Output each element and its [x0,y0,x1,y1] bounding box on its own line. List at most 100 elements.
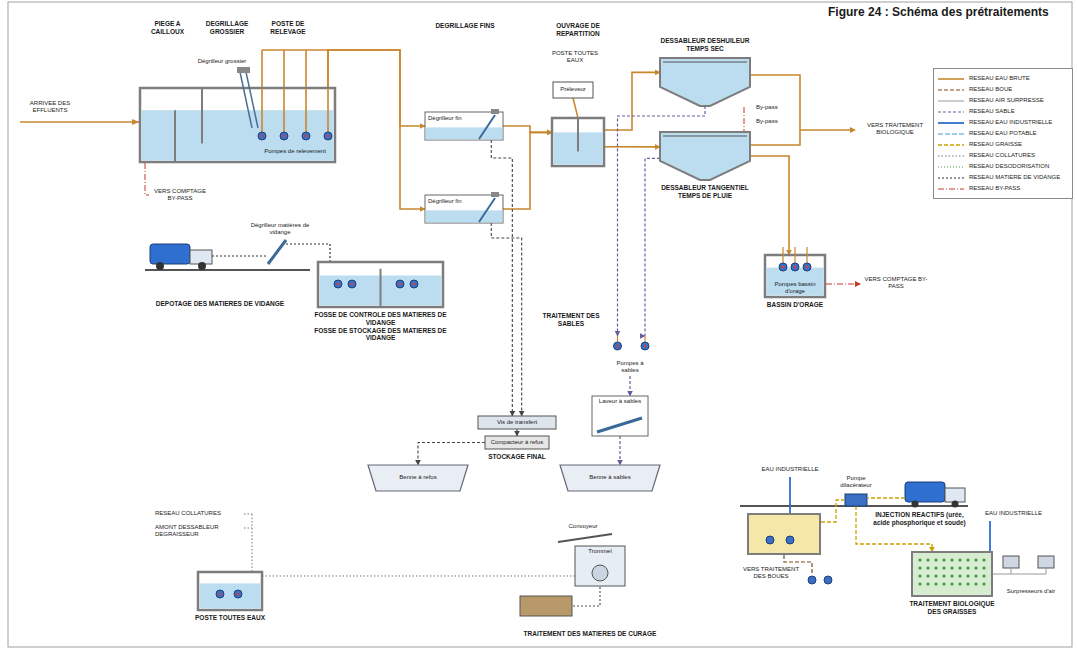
pump-pipe [305,88,307,132]
skip-outline [368,465,468,491]
truck-cab [945,488,965,502]
air-bubble [926,574,929,577]
screen-channel [425,195,503,223]
pump-riser [305,50,307,88]
blower [1038,556,1054,568]
fine-screen: Dégrilleur fin [425,195,503,223]
pump-dot [644,345,647,348]
legend-line [938,188,964,189]
pump-pipe [782,247,783,263]
air-pipe [1011,568,1012,574]
pump-pipe [283,88,285,132]
legend-sample [937,108,965,116]
bypass-arrow [855,281,861,287]
bypass-pipe [826,284,860,285]
legend-sample [937,130,965,138]
air-bubble [966,574,969,577]
legend-line [938,133,964,134]
text-wrap: TRAITEMENT BIOLOGIQUE DES GRAISSES [902,600,1002,616]
equipment-label: Dégrilleur matières de vidange [248,222,312,236]
pump-dot [283,135,286,138]
label-wrap: VERS TRAITEMENT DES BOUES [742,566,800,580]
equipment-label: VERS COMPTAGE BY-PASS [150,188,210,202]
curage-pipe [573,587,600,606]
equipment-label: By-pass [756,118,796,125]
septage-pipe [286,244,330,262]
air-bubble [942,582,945,585]
label-wrap: TRAITEMENT DES SABLES [538,312,604,328]
section-heading: DEGRILLAGE GROSSIER [198,20,256,36]
air-bubble [974,558,977,561]
shredder-pump: Pompe dilacérateur [845,494,867,506]
water-fill [142,110,334,160]
node-shape [660,132,750,180]
legend-sample [937,119,965,127]
pipe-connector [262,575,575,576]
label-wrap: Dégrilleur grossier [190,58,254,65]
air-bubble [966,566,969,569]
pipe-connector [604,72,660,130]
text-wrap: Pompes de relevement [259,148,331,155]
air-bubble [918,558,921,561]
sampler-box: Préleveur [553,82,593,98]
air-bubble [918,574,921,577]
pump-pipe [617,336,618,342]
air-pipe [993,568,1046,574]
industrial-water-pipe [789,477,791,513]
pump-symbol [234,590,242,598]
water-fill [767,268,824,296]
air-bubble [934,574,937,577]
label-wrap: PIEGE A CAILLOUX [140,20,195,36]
text-wrap: Benne à refus [370,474,466,481]
legend-line [938,166,964,167]
compactor: Compacteur à refus [485,436,549,449]
pump-symbol [641,342,649,350]
equipment-label: EAU INDUSTRIELLE [758,466,822,473]
industrial-water-pipe [989,521,991,551]
pipe-connector [619,436,620,465]
equipment-label: AMONT DESSABLEUR DEGRAISSEUR [155,524,240,538]
drain-pipe [244,528,252,529]
equipment-box [485,436,549,449]
section-heading: STOCKAGE FINAL [478,453,556,461]
node-shape [198,572,262,610]
legend-sample [937,174,965,182]
pump-symbol [614,342,622,350]
label-wrap: ARRIVEE DES EFFLUENTS [20,100,80,114]
text-wrap: FOSSE DE STOCKAGE DES MATIERES DE VIDANG… [306,327,456,343]
pipe-connector [604,146,660,148]
air-bubble [942,574,945,577]
ground-line [145,269,310,271]
air-bubble [926,566,929,569]
node-shape [912,552,992,596]
air-bubble [982,558,985,561]
water-fill [426,127,503,139]
distribution-chamber: OUVRAGE DE REPARTITION [552,118,604,166]
air-bubble [958,574,961,577]
equipment-label: VERS TRAITEMENT DES BOUES [742,566,800,580]
tank-wall [318,262,443,307]
pump-dot [782,266,785,269]
pump-dot [337,283,340,286]
legend-row: RESEAU SABLE [937,106,1069,117]
tank-wall [198,572,262,610]
equipment-label: Dégrilleur grossier [190,58,254,65]
label-wrap: AMONT DESSABLEUR DEGRAISSEUR [155,524,240,538]
equipment-label: RESEAU COLLATURES [155,510,240,517]
tank-wall [201,88,203,144]
storm-basin: Pompes bassin d'orageBASSIN D'ORAGE [765,255,825,297]
pump-dot [305,135,308,138]
weir-wall [577,118,579,152]
label-wrap: DEPOTAGE DES MATIERES DE VIDANGE [140,300,300,308]
section-heading: DEPOTAGE DES MATIERES DE VIDANGE [140,300,300,308]
curage-basin [520,596,572,616]
truck-tank [905,482,945,502]
rake-motor [491,192,499,197]
legend-text: RESEAU EAU INDUSTRIELLE [969,119,1052,126]
trommel-drum [592,565,608,581]
pump-dot [237,593,240,596]
equipment-label: Surpresseurs d'air [1000,588,1062,595]
fine-screen: Dégrilleur fin [425,112,503,140]
node-text: Benne à sables [562,474,658,481]
